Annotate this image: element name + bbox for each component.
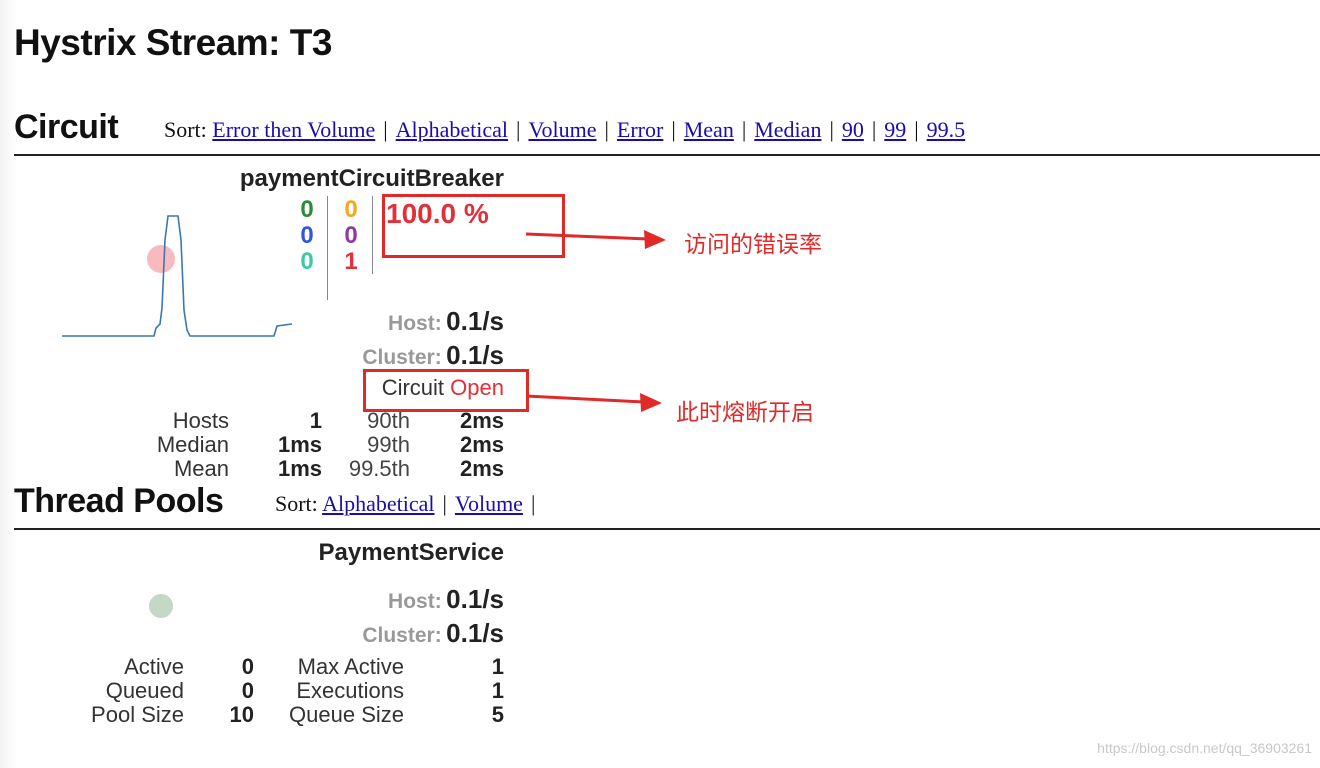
sort-alphabetical-link[interactable]: Alphabetical	[395, 117, 509, 142]
queue-size-value: 5	[491, 702, 504, 727]
cluster-rate-value: 0.1/s	[446, 340, 504, 370]
error-rate-value: 100.0 %	[386, 198, 489, 229]
sort-99-5-link[interactable]: 99.5	[926, 117, 966, 142]
host-rate-label: Host:	[388, 312, 442, 335]
mean-value: 1ms	[277, 456, 322, 481]
p90-value: 2ms	[459, 408, 504, 433]
sort-error-link[interactable]: Error	[616, 117, 664, 142]
sort-separator: |	[671, 117, 676, 142]
error-rate-highlight-box	[382, 194, 565, 258]
mean-label: Mean	[173, 456, 229, 481]
sort-volume-link[interactable]: Volume	[528, 117, 597, 142]
pool-host-rate-label: Host:	[388, 590, 442, 613]
cluster-rate-label: Cluster:	[362, 346, 442, 369]
max-active-value: 1	[491, 654, 504, 679]
circuit-cluster-rate: Cluster: 0.1/s	[362, 340, 504, 371]
pool-cluster-rate: Cluster: 0.1/s	[362, 618, 504, 649]
thread-pools-section-title: Thread Pools	[14, 482, 224, 520]
p99-5-value: 2ms	[459, 456, 504, 481]
circuit-sort-label: Sort:	[164, 117, 207, 142]
median-value: 1ms	[277, 432, 322, 457]
sort-separator: |	[914, 117, 919, 142]
page-title: Hystrix Stream: T3	[14, 22, 332, 63]
sort-separator: |	[530, 491, 536, 516]
hosts-value: 1	[309, 408, 322, 433]
timeout-count: 0	[344, 196, 358, 223]
thread-pool-name: PaymentService	[318, 539, 504, 566]
success-count: 0	[300, 196, 314, 223]
circuit-status: Circuit Open	[382, 375, 504, 401]
p99-value: 2ms	[459, 432, 504, 457]
sort-separator: |	[516, 117, 521, 142]
watermark: https://blog.csdn.net/qq_36903261	[1097, 740, 1312, 756]
circuit-host-rate: Host: 0.1/s	[388, 306, 504, 337]
counter-divider	[372, 196, 373, 274]
counter-divider	[327, 196, 328, 300]
thread-pools-sort-bar: Sort: Alphabetical | Volume |	[275, 491, 543, 517]
circuit-section-title: Circuit	[14, 108, 119, 146]
circuit-open-annotation: 此时熔断开启	[676, 399, 814, 425]
sort-99-link[interactable]: 99	[884, 117, 907, 142]
circuit-section-divider	[14, 154, 1320, 156]
thread-pool-health-circle	[149, 594, 173, 618]
sort-separator: |	[442, 491, 447, 516]
error-rate-annotation: 访问的错误率	[684, 231, 822, 257]
thread-pools-sort-label: Sort:	[275, 491, 318, 516]
failure-count: 1	[344, 248, 358, 275]
host-rate-value: 0.1/s	[446, 306, 504, 336]
executions-label: Executions	[296, 678, 404, 703]
p90-label: 90th	[367, 408, 410, 433]
pool-cluster-rate-label: Cluster:	[362, 624, 442, 647]
thread-pools-section-divider	[14, 528, 1320, 530]
pool-cluster-rate-value: 0.1/s	[446, 618, 504, 648]
queued-value: 0	[241, 678, 254, 703]
active-value: 0	[241, 654, 254, 679]
p99-label: 99th	[367, 432, 410, 457]
annotation-arrows	[525, 230, 666, 412]
circuit-status-value: Open	[450, 375, 504, 400]
circuit-health-circle	[147, 245, 175, 273]
sort-error-then-volume-link[interactable]: Error then Volume	[212, 117, 376, 142]
active-label: Active	[124, 654, 184, 679]
error-rate-arrow-icon	[525, 230, 666, 249]
page-edge-shade	[0, 0, 18, 768]
pool-sort-alphabetical-link[interactable]: Alphabetical	[322, 491, 435, 516]
sort-separator: |	[741, 117, 747, 142]
circuit-open-arrow-icon	[525, 393, 662, 412]
median-label: Median	[156, 432, 229, 457]
bad-request-count: 0	[300, 248, 314, 275]
circuit-open-highlight-box	[363, 369, 529, 412]
circuit-sparkline	[62, 215, 293, 337]
short-circuited-count: 0	[300, 222, 314, 249]
sort-90-link[interactable]: 90	[841, 117, 864, 142]
pool-sort-volume-link[interactable]: Volume	[454, 491, 523, 516]
pool-host-rate: Host: 0.1/s	[388, 584, 504, 615]
sort-separator: |	[383, 117, 388, 142]
circuit-sort-bar: Sort: Error then Volume | Alphabetical | Vol…	[164, 117, 965, 143]
pool-size-value: 10	[229, 702, 254, 727]
sort-median-link[interactable]: Median	[754, 117, 822, 142]
hosts-label: Hosts	[172, 408, 229, 433]
queue-size-label: Queue Size	[289, 702, 404, 727]
rejected-count: 0	[344, 222, 358, 249]
p99-5-label: 99.5th	[348, 456, 410, 481]
pool-host-rate-value: 0.1/s	[446, 584, 504, 614]
max-active-label: Max Active	[297, 654, 404, 679]
sort-mean-link[interactable]: Mean	[683, 117, 734, 142]
circuit-name: paymentCircuitBreaker	[239, 165, 504, 192]
pool-size-label: Pool Size	[91, 702, 184, 727]
sort-separator: |	[829, 117, 834, 142]
queued-label: Queued	[105, 678, 184, 703]
executions-value: 1	[491, 678, 504, 703]
sparkline-line	[62, 215, 293, 337]
sort-separator: |	[604, 117, 609, 142]
circuit-status-prefix: Circuit	[381, 375, 445, 400]
sort-separator: |	[871, 117, 877, 142]
